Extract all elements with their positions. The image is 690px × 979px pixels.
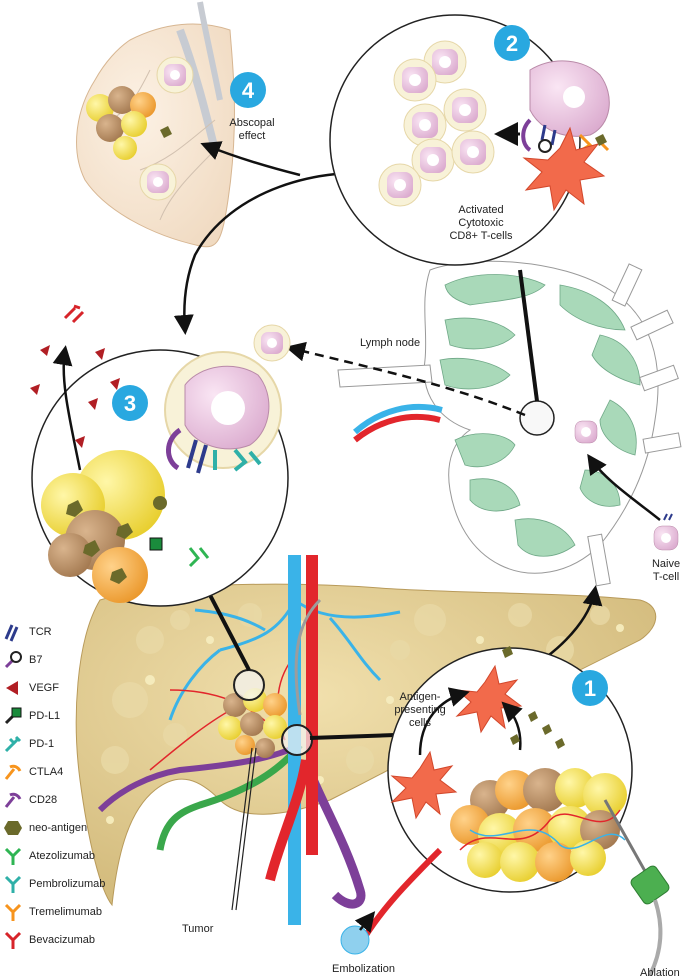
step-1-number: 1 xyxy=(584,676,596,701)
legend-label: Tremelimumab xyxy=(29,905,102,918)
exiting-tcell xyxy=(253,324,291,362)
legend-label: PD-L1 xyxy=(29,709,61,722)
tcr-icon xyxy=(4,624,19,642)
bubble-activated-tcells: 2 Activated Cytotoxic CD8+ T-cells xyxy=(329,14,610,266)
legend-item-neoantigen: neo-antigen xyxy=(2,814,114,842)
step-3-number: 3 xyxy=(124,391,136,416)
lymph-tcell xyxy=(574,420,598,444)
pembrolizumab-icon xyxy=(4,875,22,893)
step-2-number: 2 xyxy=(506,31,518,56)
vegf-molecules xyxy=(30,345,120,448)
legend-item-vegf: VEGF xyxy=(2,674,114,702)
legend-item-tremelimumab: Tremelimumab xyxy=(2,898,114,926)
activated-label-2: Cytotoxic xyxy=(458,217,504,229)
tremelimumab-icon xyxy=(4,903,22,921)
neoantigen-icon xyxy=(4,821,22,835)
lung-tumor xyxy=(86,86,172,160)
activated-label-1: Activated xyxy=(458,204,503,216)
liver-tumor xyxy=(218,688,287,758)
legend: TCR B7 VEGF PD-L1 PD-1 CTLA4 CD28 neo-an… xyxy=(2,618,114,954)
legend-label: CD28 xyxy=(29,793,58,806)
lung-tcell-1 xyxy=(156,56,194,94)
legend-label: TCR xyxy=(29,625,52,638)
bubble1-apc-left xyxy=(390,750,458,820)
apc-label-3: cells xyxy=(409,717,432,729)
legend-label: Atezolizumab xyxy=(29,849,96,862)
legend-label: CTLA4 xyxy=(29,765,64,778)
activated-tcell-group xyxy=(378,40,495,207)
bevacizumab-icon xyxy=(4,931,22,949)
legend-label: PD-1 xyxy=(29,737,55,750)
legend-item-b7: B7 xyxy=(2,646,114,674)
legend-item-bevacizumab: Bevacizumab xyxy=(2,926,114,954)
atezolizumab-icon xyxy=(4,847,22,865)
vegf-icon xyxy=(6,681,18,695)
b7-icon xyxy=(4,651,22,669)
legend-item-atezolizumab: Atezolizumab xyxy=(2,842,114,870)
step-4-number: 4 xyxy=(242,78,255,103)
bevacizumab-bound xyxy=(63,304,85,324)
step-1-badge xyxy=(572,670,608,706)
legend-item-pd-1: PD-1 xyxy=(2,730,114,758)
activated-label-3: CD8+ T-cells xyxy=(449,230,513,242)
apc-label-1: Antigen- xyxy=(400,691,441,703)
bubble-tumor-microenvironment: 3 xyxy=(31,345,289,607)
abscopal-label-1: Abscopal xyxy=(229,117,274,129)
embolization-bead xyxy=(340,925,370,955)
naive-tcell xyxy=(653,513,679,551)
naive-label-2: T-cell xyxy=(653,571,679,583)
bubble2-apc xyxy=(522,126,606,212)
naive-label-1: Naive xyxy=(652,558,680,570)
lymph-node xyxy=(337,260,682,587)
legend-item-ctla4: CTLA4 xyxy=(2,758,114,786)
legend-label: VEGF xyxy=(29,681,59,694)
cd28-icon xyxy=(4,792,22,808)
tumor-label: Tumor xyxy=(182,923,214,935)
legend-label: Bevacizumab xyxy=(29,933,96,946)
step-3-badge xyxy=(112,385,148,421)
lung xyxy=(76,1,235,248)
lymph-node-label: Lymph node xyxy=(360,337,420,349)
legend-item-cd28: CD28 xyxy=(2,786,114,814)
embolization-label: Embolization xyxy=(332,963,395,975)
aorta xyxy=(306,555,318,855)
legend-label: neo-antigen xyxy=(29,821,88,834)
step-2-badge xyxy=(494,25,530,61)
legend-label: B7 xyxy=(29,653,43,666)
abscopal-label-2: effect xyxy=(239,130,266,142)
legend-label: Pembrolizumab xyxy=(29,877,106,890)
legend-item-pd-l1: PD-L1 xyxy=(2,702,114,730)
pd-l1-icon xyxy=(4,707,22,725)
ablation-needle xyxy=(603,799,652,881)
pd-1-icon xyxy=(4,735,22,753)
legend-item-tcr: TCR xyxy=(2,618,114,646)
legend-item-pembrolizumab: Pembrolizumab xyxy=(2,870,114,898)
step-4-badge xyxy=(230,72,266,108)
lung-tcell-2 xyxy=(139,163,177,201)
ctla4-icon xyxy=(4,764,22,780)
ablation-label: Ablation xyxy=(640,967,680,979)
bubble-antigen-presentation: 1 xyxy=(387,646,633,893)
apc-label-2: presenting xyxy=(394,704,445,716)
ablation-handle xyxy=(630,865,670,905)
